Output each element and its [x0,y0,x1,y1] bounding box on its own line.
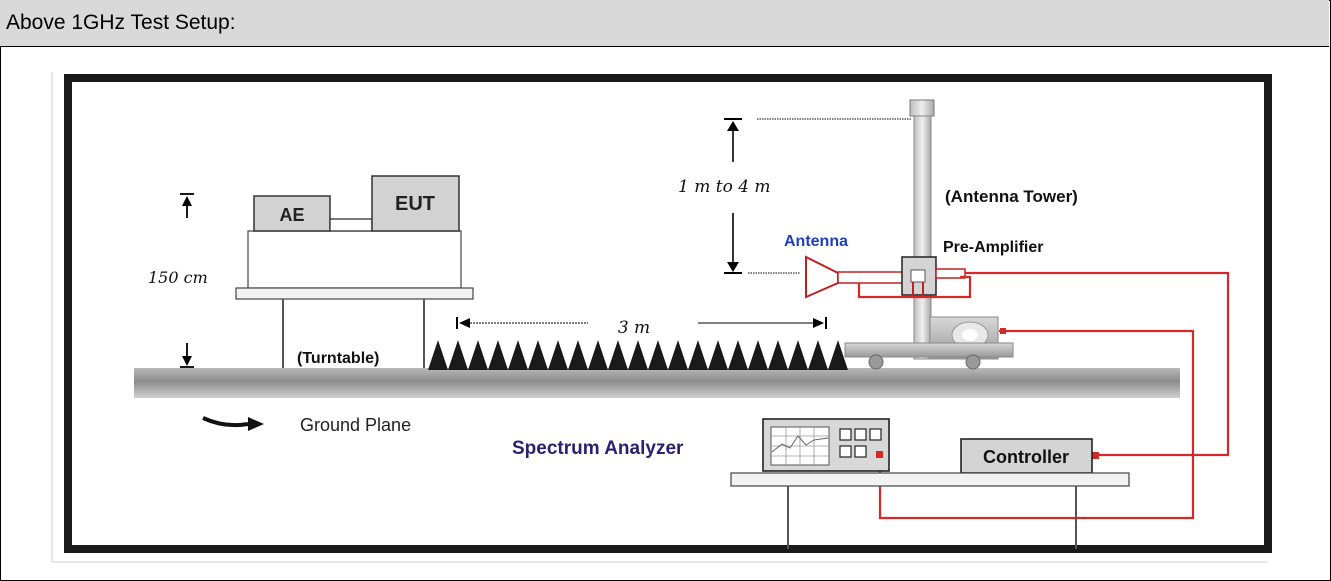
height-150-label: 150 cm [148,268,208,287]
ground-plane [134,368,1180,398]
antenna-label: Antenna [784,233,848,250]
absorber-row [428,340,848,370]
distance-3m-label: 3 m [618,318,650,338]
horn-antenna [805,255,907,299]
header-title: Above 1GHz Test Setup: [6,11,236,34]
eut-box: EUT [371,175,460,232]
cable-paths [857,271,1230,520]
spectrum-analyzer-label: Spectrum Analyzer [512,438,684,459]
ae-eut-link [329,218,373,232]
controller-box: Controller [960,438,1093,474]
antenna-tower [844,99,1014,370]
eut-label: EUT [395,193,435,215]
turntable-label: (Turntable) [297,350,379,367]
pre-amplifier-label: Pre-Amplifier [943,239,1043,256]
height-150-dimension [180,193,194,368]
distance-3m-dimension [456,317,827,329]
pre-amplifier [901,256,966,296]
equipment-table [730,472,1130,549]
ae-label: AE [279,205,304,225]
turntable-table [235,230,474,368]
height-range-dimension [724,118,912,274]
ae-box: AE [253,195,331,232]
antenna-tower-label: (Antenna Tower) [945,187,1078,206]
height-range-label: 1 m to 4 m [678,177,771,197]
controller-port [1092,452,1099,459]
ground-plane-legend-arrow [202,416,264,431]
ground-plane-label: Ground Plane [300,415,411,435]
tower-port [1000,328,1006,334]
section-header: Above 1GHz Test Setup: [0,0,1329,47]
spectrum-analyzer [762,418,890,472]
controller-label: Controller [983,447,1069,467]
